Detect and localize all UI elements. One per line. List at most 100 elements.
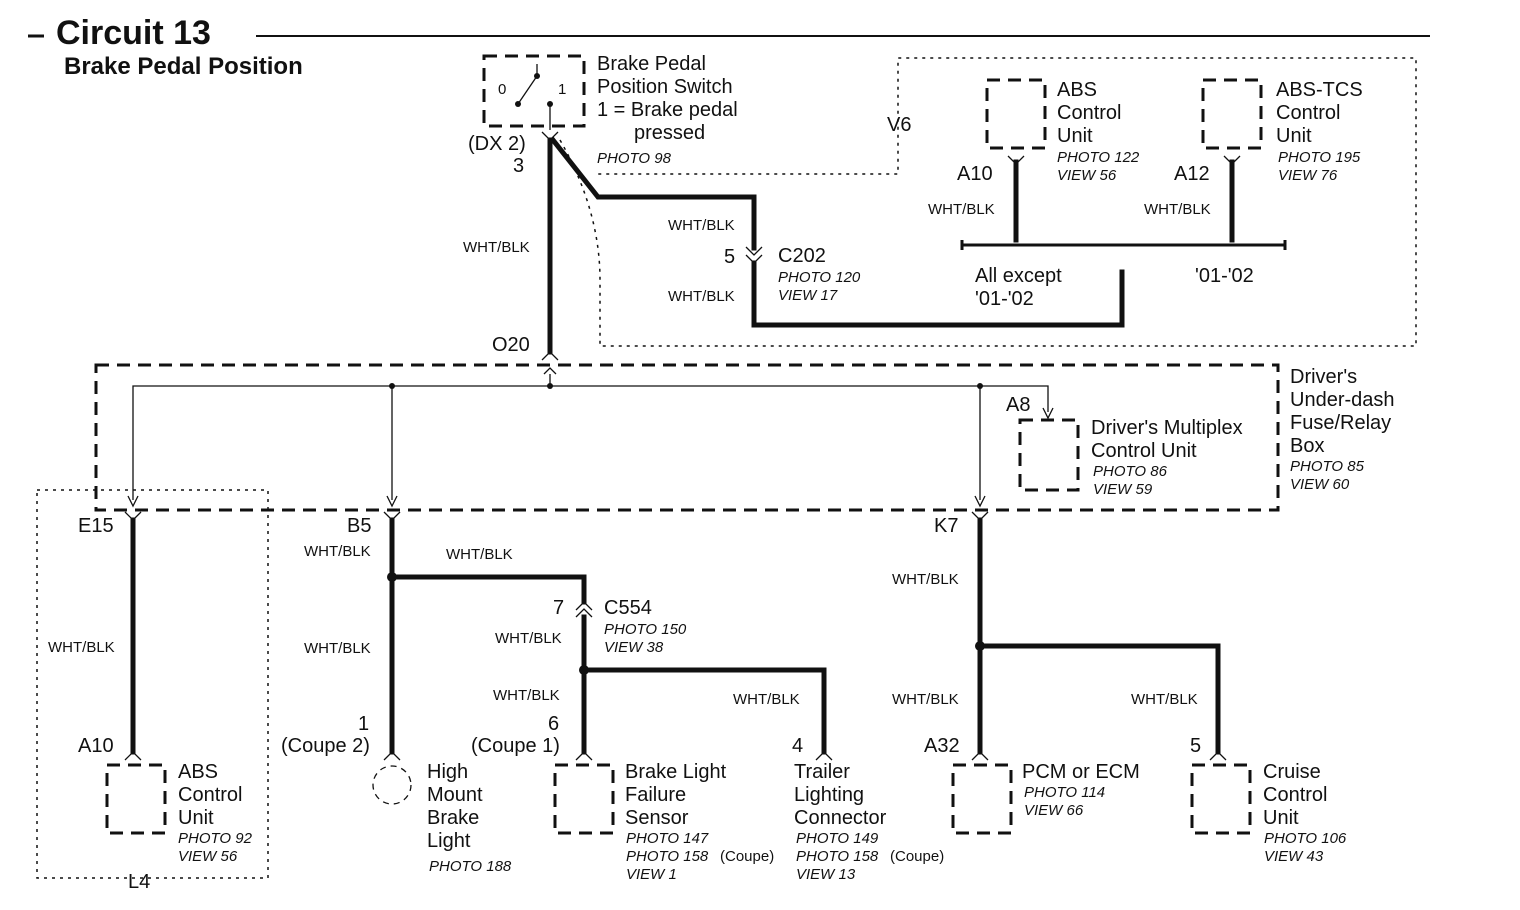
wire-label-c202-bottom: WHT/BLK: [668, 288, 735, 305]
wire-b5-to-c554: [389, 574, 587, 605]
sensor-photo-1: PHOTO 147: [626, 830, 709, 847]
brake-switch-name-2: Position Switch: [597, 76, 733, 98]
cruise-pin: 5: [1190, 735, 1201, 757]
high-mount-brake-light: 1 (Coupe 2) High Mount Brake Light PHOTO…: [281, 713, 512, 875]
switch-pos-0: 0: [498, 81, 506, 98]
switch-blade: [517, 75, 538, 105]
pin-e15: E15: [78, 515, 114, 537]
abs-tcs-pin: A12: [1174, 163, 1210, 185]
c202-pin: 5: [724, 246, 735, 268]
all-except-line-2: '01-'02: [975, 288, 1034, 310]
multiplex-photo: PHOTO 86: [1093, 463, 1168, 480]
sensor-name-1: Brake Light: [625, 761, 727, 783]
l4-region-outline: [36, 489, 269, 879]
high-mount-photo: PHOTO 188: [429, 858, 512, 875]
fuse-relay-box-outline: [94, 363, 1280, 512]
circuit-title: Circuit 13: [56, 14, 211, 52]
abs-top-name-2: Control: [1057, 102, 1121, 124]
multiplex-name-2: Control Unit: [1091, 440, 1197, 462]
abs-top-box: [985, 78, 1047, 150]
sensor-photo-2: PHOTO 158: [626, 848, 709, 865]
high-mount-name-1: High: [427, 761, 468, 783]
wire-label-c202-top: WHT/BLK: [668, 217, 735, 234]
high-mount-pin: 1: [358, 713, 369, 735]
pcm-photo: PHOTO 114: [1024, 784, 1105, 801]
cruise-view: VIEW 43: [1264, 848, 1324, 865]
c554-view: VIEW 38: [604, 639, 664, 656]
multiplex-view: VIEW 59: [1093, 481, 1153, 498]
high-mount-variant: (Coupe 2): [281, 735, 370, 757]
trailer-pin: 4: [792, 735, 803, 757]
cruise-name-1: Cruise: [1263, 761, 1321, 783]
internal-bus: [132, 385, 1049, 500]
pcm-pin: A32: [924, 735, 960, 757]
wire-switch-to-c202: [549, 136, 757, 251]
brake-pedal-position-switch: 0 1 Brake Pedal Position Switch 1 = Brak…: [468, 53, 738, 177]
sensor-photo-2-note: (Coupe): [720, 848, 774, 865]
trailer-name-2: Lighting: [794, 784, 864, 806]
multiplex-pin: A8: [1006, 394, 1030, 416]
c554-symbol-bottom: [575, 608, 593, 618]
abs-top-view: VIEW 56: [1057, 167, 1117, 184]
abs-tcs-name-3: Unit: [1276, 125, 1312, 147]
high-mount-name-3: Brake: [427, 807, 479, 829]
wire-label-pcm: WHT/BLK: [892, 691, 959, 708]
brake-switch-name-3: 1 = Brake pedal: [597, 99, 738, 121]
abs-bottom-pin: A10: [78, 735, 114, 757]
wire-label-c554: WHT/BLK: [495, 630, 562, 647]
brake-switch-box: [482, 54, 586, 128]
pcm-box: [951, 763, 1013, 835]
abs-control-unit-bottom: A10 ABS Control Unit PHOTO 92 VIEW 56: [78, 735, 253, 865]
trailer-name-1: Trailer: [794, 761, 850, 783]
pcm-or-ecm: A32 PCM or ECM PHOTO 114 VIEW 66: [924, 735, 1140, 835]
abs-bottom-connector: [124, 751, 142, 761]
diagram-subtitle: Brake Pedal Position: [64, 53, 303, 80]
arrow-b5: [386, 495, 398, 508]
wire-label-b5-bottom: WHT/BLK: [304, 640, 371, 657]
wire-to-cruise: [977, 643, 1221, 755]
sensor-connector: [575, 751, 593, 761]
bus-node-o20: [547, 383, 553, 389]
bulb-icon: [372, 765, 412, 805]
brake-light-failure-sensor: 6 (Coupe 1) Brake Light Failure Sensor P…: [471, 713, 774, 883]
c202-symbol-top: [745, 246, 763, 256]
sensor-name-3: Sensor: [625, 807, 689, 829]
sensor-variant: (Coupe 1): [471, 735, 560, 757]
fuse-box-view: VIEW 60: [1290, 476, 1350, 493]
trailer-view: VIEW 13: [796, 866, 856, 883]
abs-bottom-box: [105, 763, 167, 835]
pin-b5: B5: [347, 515, 371, 537]
c554-connector: 7 C554 PHOTO 150 VIEW 38: [553, 597, 687, 656]
brake-switch-pin: 3: [513, 155, 524, 177]
o20-connector-inner: [543, 367, 557, 375]
arrow-a8: [1042, 407, 1054, 420]
wire-label-abs-tcs: WHT/BLK: [1144, 201, 1211, 218]
c554-photo: PHOTO 150: [604, 621, 687, 638]
cruise-control-unit: 5 Cruise Control Unit PHOTO 106 VIEW 43: [1190, 735, 1347, 865]
abs-bottom-name-1: ABS: [178, 761, 218, 783]
abs-tcs-photo: PHOTO 195: [1278, 149, 1361, 166]
high-mount-name-2: Mount: [427, 784, 483, 806]
fuse-box-name-2: Under-dash: [1290, 389, 1395, 411]
pcm-view: VIEW 66: [1024, 802, 1084, 819]
wire-label-b5-top: WHT/BLK: [304, 543, 371, 560]
brake-switch-photo: PHOTO 98: [597, 150, 672, 167]
wire-c202-to-abs: [751, 260, 1125, 328]
trailer-photo-1: PHOTO 149: [796, 830, 879, 847]
wire-label-e15: WHT/BLK: [48, 639, 115, 656]
c202-photo: PHOTO 120: [778, 269, 861, 286]
c554-name: C554: [604, 597, 652, 619]
trailer-lighting-connector: 4 Trailer Lighting Connector PHOTO 149 P…: [792, 735, 944, 883]
o20-connector: [541, 351, 559, 361]
pcm-connector: [971, 751, 989, 761]
switch-pos-1: 1: [558, 81, 566, 98]
abs-top-photo: PHOTO 122: [1057, 149, 1140, 166]
high-mount-name-4: Light: [427, 830, 471, 852]
arrow-e15: [127, 495, 139, 508]
cruise-name-3: Unit: [1263, 807, 1299, 829]
fuse-box-name-1: Driver's: [1290, 366, 1357, 388]
fuse-box-name-4: Box: [1290, 435, 1324, 457]
abs-top-name-1: ABS: [1057, 79, 1097, 101]
year-0102-label: '01-'02: [1195, 265, 1254, 287]
